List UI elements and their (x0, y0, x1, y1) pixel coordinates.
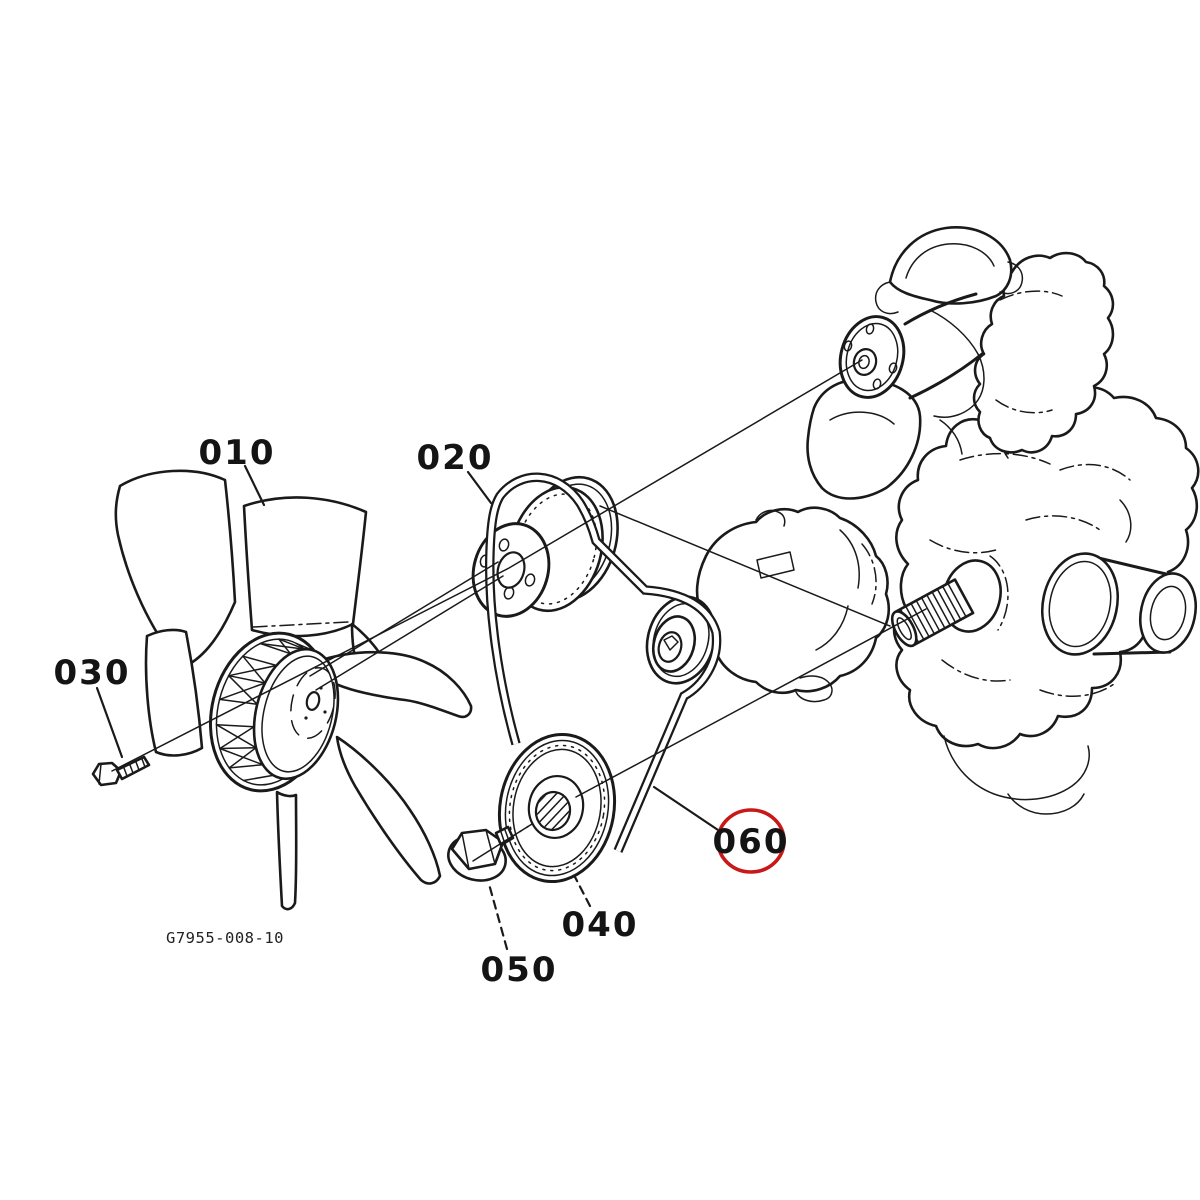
fan-blade (275, 790, 298, 911)
callout-050: 050 (481, 950, 558, 990)
water-pump-assembly (806, 226, 1115, 500)
fan-blade (114, 469, 237, 670)
crankshaft-pulley (497, 732, 617, 884)
callout-030: 030 (54, 653, 131, 693)
callouts: 010 020 030 040 050 060 G7955-008-10 (54, 433, 790, 990)
callout-leader-060 (652, 785, 723, 834)
callout-020: 020 (417, 438, 494, 478)
engine-gear-case (890, 385, 1200, 815)
fan-blade (314, 650, 473, 719)
callout-leader-040 (573, 875, 592, 908)
mounting-bolt-030 (91, 755, 151, 787)
callout-leader-030 (95, 686, 124, 759)
fan-hub (208, 631, 340, 793)
flange-bolt-050 (447, 823, 533, 882)
highlight-circle-060 (716, 808, 786, 874)
callout-060: 060 (713, 822, 790, 862)
alignment-axis-lines (111, 359, 927, 862)
fan-blade (335, 735, 442, 885)
callout-040: 040 (562, 905, 639, 945)
pump-hub-flange (838, 315, 906, 399)
alternator (645, 506, 890, 703)
fan-hub-fins (215, 638, 320, 782)
fan-blade (242, 496, 368, 638)
fan-blade (144, 628, 204, 757)
outlet-cylinder (1040, 552, 1197, 656)
pump-gasket-plate (972, 251, 1115, 454)
fan-pulley (471, 475, 619, 618)
v-belt (485, 472, 722, 853)
drawing-number: G7955-008-10 (166, 929, 284, 947)
callout-leader-020 (466, 470, 493, 505)
cooling-fan (114, 469, 473, 911)
callout-leader-010 (243, 464, 266, 507)
callout-leader-050 (487, 882, 509, 951)
crankshaft-spline-stub (890, 555, 1009, 648)
callout-010: 010 (199, 433, 276, 473)
